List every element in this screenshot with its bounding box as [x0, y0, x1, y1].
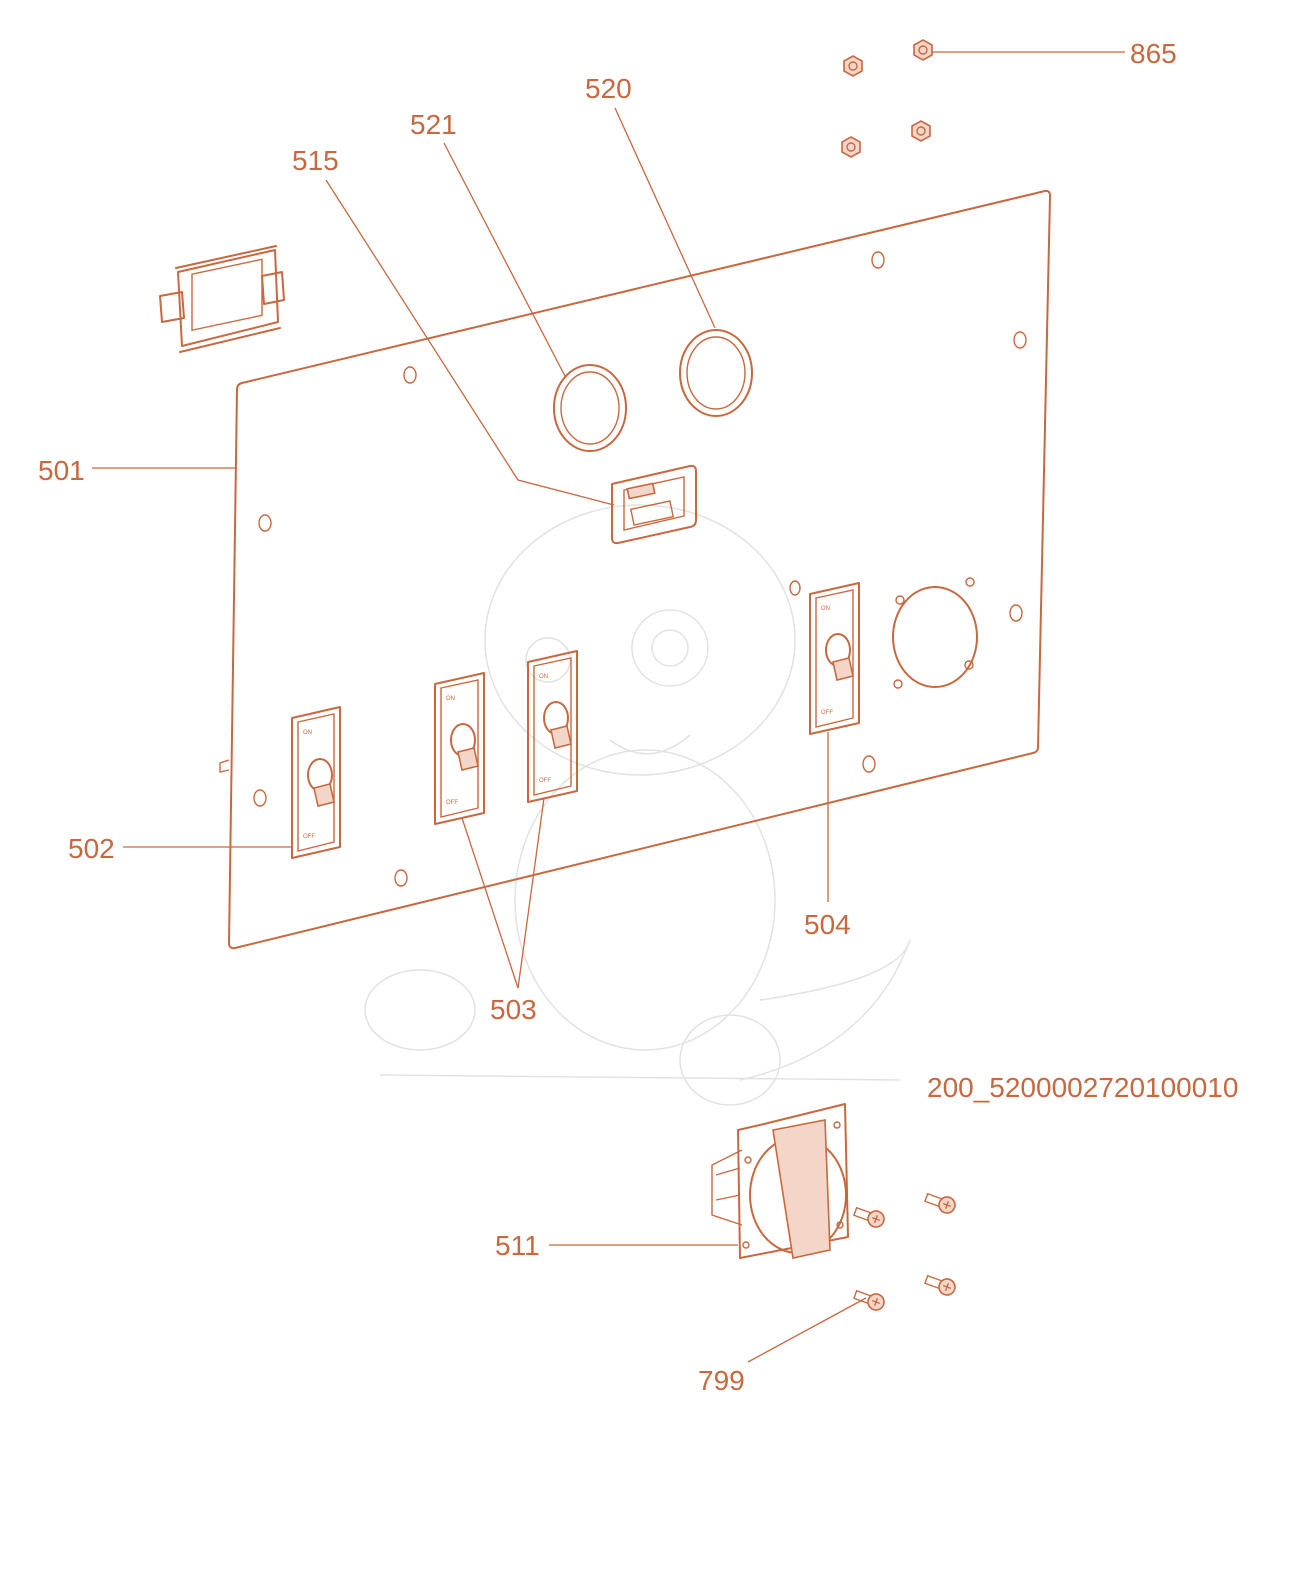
callout-511: 511 — [495, 1230, 540, 1261]
nut — [841, 136, 861, 158]
screw — [853, 1289, 885, 1311]
grommet-521 — [553, 364, 627, 452]
switch-on-label: ON — [821, 606, 830, 612]
toggle-switch-503-a: ON OFF — [434, 672, 485, 825]
switch-on-label: ON — [539, 674, 548, 680]
callout-515: 515 — [292, 145, 339, 176]
toggle-switch-503-b: ON OFF — [527, 650, 578, 803]
nut — [913, 39, 933, 61]
callout-504: 504 — [804, 909, 851, 940]
callout-labels: 865 520 521 515 501 502 503 504 511 799 — [38, 38, 1177, 1396]
power-socket-511 — [711, 1103, 849, 1259]
callout-799: 799 — [698, 1365, 745, 1396]
callout-865: 865 — [1130, 38, 1177, 69]
screw — [853, 1206, 885, 1228]
callout-520: 520 — [585, 73, 632, 104]
toggle-switch-502: ON OFF — [291, 706, 341, 859]
callout-501: 501 — [38, 455, 85, 486]
screw — [924, 1274, 956, 1296]
nut — [911, 120, 931, 142]
drawing-id: 200_5200002720100010 — [927, 1072, 1239, 1103]
nut — [843, 55, 863, 77]
callout-503: 503 — [490, 994, 537, 1025]
clip-bracket — [159, 245, 285, 353]
switch-on-label: ON — [303, 730, 312, 736]
leader-lines — [92, 51, 1125, 1363]
watermark-mascot — [364, 504, 911, 1106]
panel-plate — [219, 189, 1051, 950]
switch-on-label: ON — [446, 696, 455, 702]
callout-502: 502 — [68, 833, 115, 864]
screw-799-group — [853, 1192, 956, 1311]
switch-off-label: OFF — [539, 778, 551, 784]
switch-off-label: OFF — [821, 710, 833, 716]
switch-off-label: OFF — [303, 834, 315, 840]
hour-meter-515 — [611, 464, 697, 545]
switch-off-label: OFF — [446, 800, 458, 806]
toggle-switch-504: ON OFF — [809, 582, 860, 735]
callout-521: 521 — [410, 109, 457, 140]
screw — [924, 1192, 956, 1214]
nut-865-group — [841, 39, 933, 158]
grommet-520 — [679, 329, 753, 417]
